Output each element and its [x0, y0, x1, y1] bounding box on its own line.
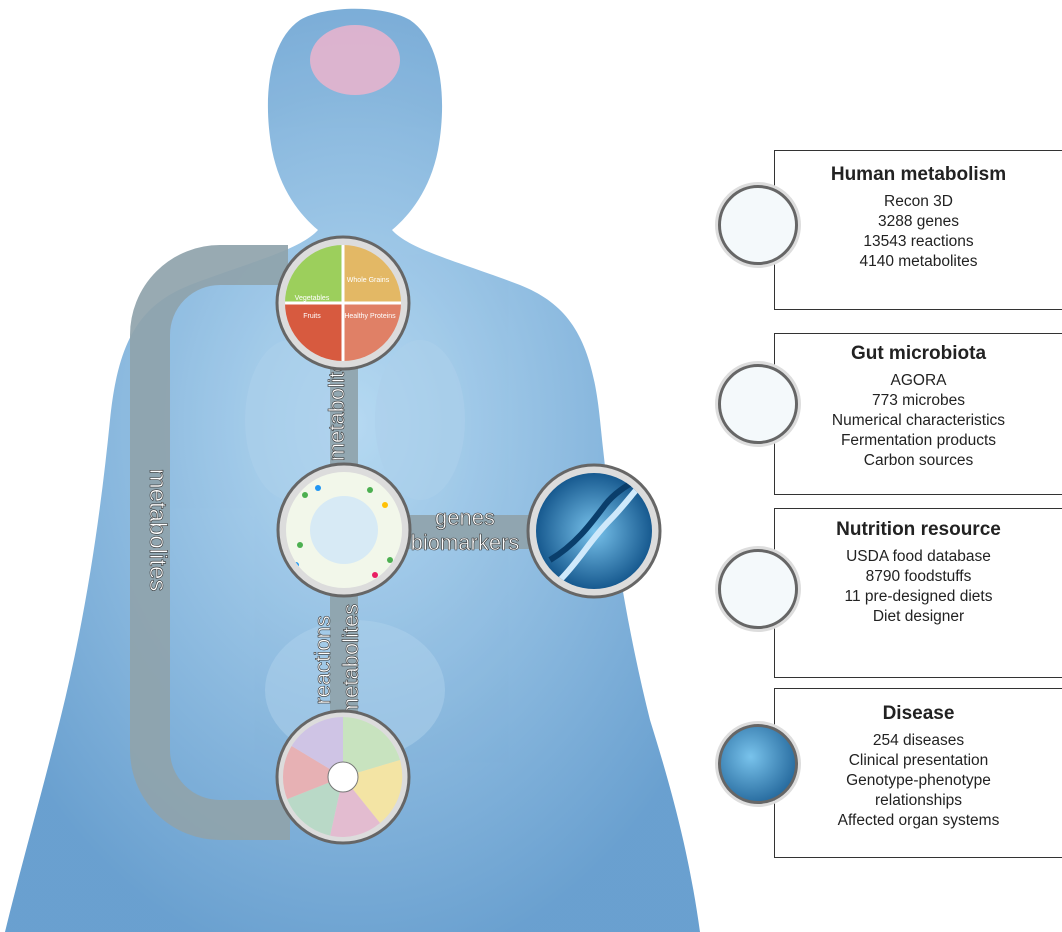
box-gut-microbiota: Gut microbiota AGORA 773 microbes Numeri… — [774, 333, 1062, 495]
dna-node — [528, 465, 660, 597]
nutrition-resource-line-4: Diet designer — [775, 607, 1062, 627]
metabolic-map-node — [278, 464, 410, 596]
human-metabolism-line-3: 13543 reactions — [775, 232, 1062, 252]
gut-microbiota-line-5: Carbon sources — [775, 451, 1062, 471]
disease-line-3: Genotype-phenotype — [775, 771, 1062, 791]
nutrition-plate-node: Vegetables Whole Grains Fruits Healthy P… — [277, 237, 409, 369]
brain-icon — [310, 25, 400, 95]
nutrition-resource-line-3: 11 pre-designed diets — [775, 587, 1062, 607]
gut-microbiota-line-1: AGORA — [775, 371, 1062, 391]
plate-fruits-label: Fruits — [303, 313, 321, 320]
plate-grains-label: Whole Grains — [347, 277, 390, 284]
box-human-metabolism: Human metabolism Recon 3D 3288 genes 135… — [774, 150, 1062, 310]
box-nutrition-resource: Nutrition resource USDA food database 87… — [774, 508, 1062, 678]
gut-microbiota-line-3: Numerical characteristics — [775, 411, 1062, 431]
right-lung-shape — [375, 340, 465, 500]
biomarkers-label: biomarkers — [411, 530, 520, 555]
human-metabolism-line-4: 4140 metabolites — [775, 252, 1062, 272]
box-disease: Disease 254 diseases Clinical presentati… — [774, 688, 1062, 858]
microbiota-node — [277, 711, 409, 843]
human-metabolism-line-1: Recon 3D — [775, 192, 1062, 212]
human-metabolism-title: Human metabolism — [775, 164, 1062, 186]
gut-microbiota-title: Gut microbiota — [775, 343, 1062, 365]
gut-microbiota-line-2: 773 microbes — [775, 391, 1062, 411]
left-metabolites-label: metabolites — [144, 469, 171, 592]
reactions-label: reactions — [310, 615, 335, 704]
nutrition-resource-line-1: USDA food database — [775, 547, 1062, 567]
plate-vegetables-label: Vegetables — [295, 295, 330, 302]
disease-line-4: relationships — [775, 791, 1062, 811]
disease-line-2: Clinical presentation — [775, 751, 1062, 771]
disease-line-1: 254 diseases — [775, 731, 1062, 751]
disease-line-5: Affected organ systems — [775, 811, 1062, 831]
plate-proteins-label: Healthy Proteins — [344, 313, 396, 320]
human-metabolism-line-2: 3288 genes — [775, 212, 1062, 232]
nutrition-resource-line-2: 8790 foodstuffs — [775, 567, 1062, 587]
nutrition-resource-title: Nutrition resource — [775, 519, 1062, 541]
genes-label: genes — [435, 505, 495, 530]
nutrition-resource-icon — [718, 549, 798, 629]
bottom-metabolites-label: metabolites — [338, 604, 363, 717]
gut-microbiota-icon — [718, 364, 798, 444]
disease-dna-icon — [718, 724, 798, 804]
gut-microbiota-line-4: Fermentation products — [775, 431, 1062, 451]
disease-title: Disease — [775, 703, 1062, 725]
human-metabolism-icon — [718, 185, 798, 265]
